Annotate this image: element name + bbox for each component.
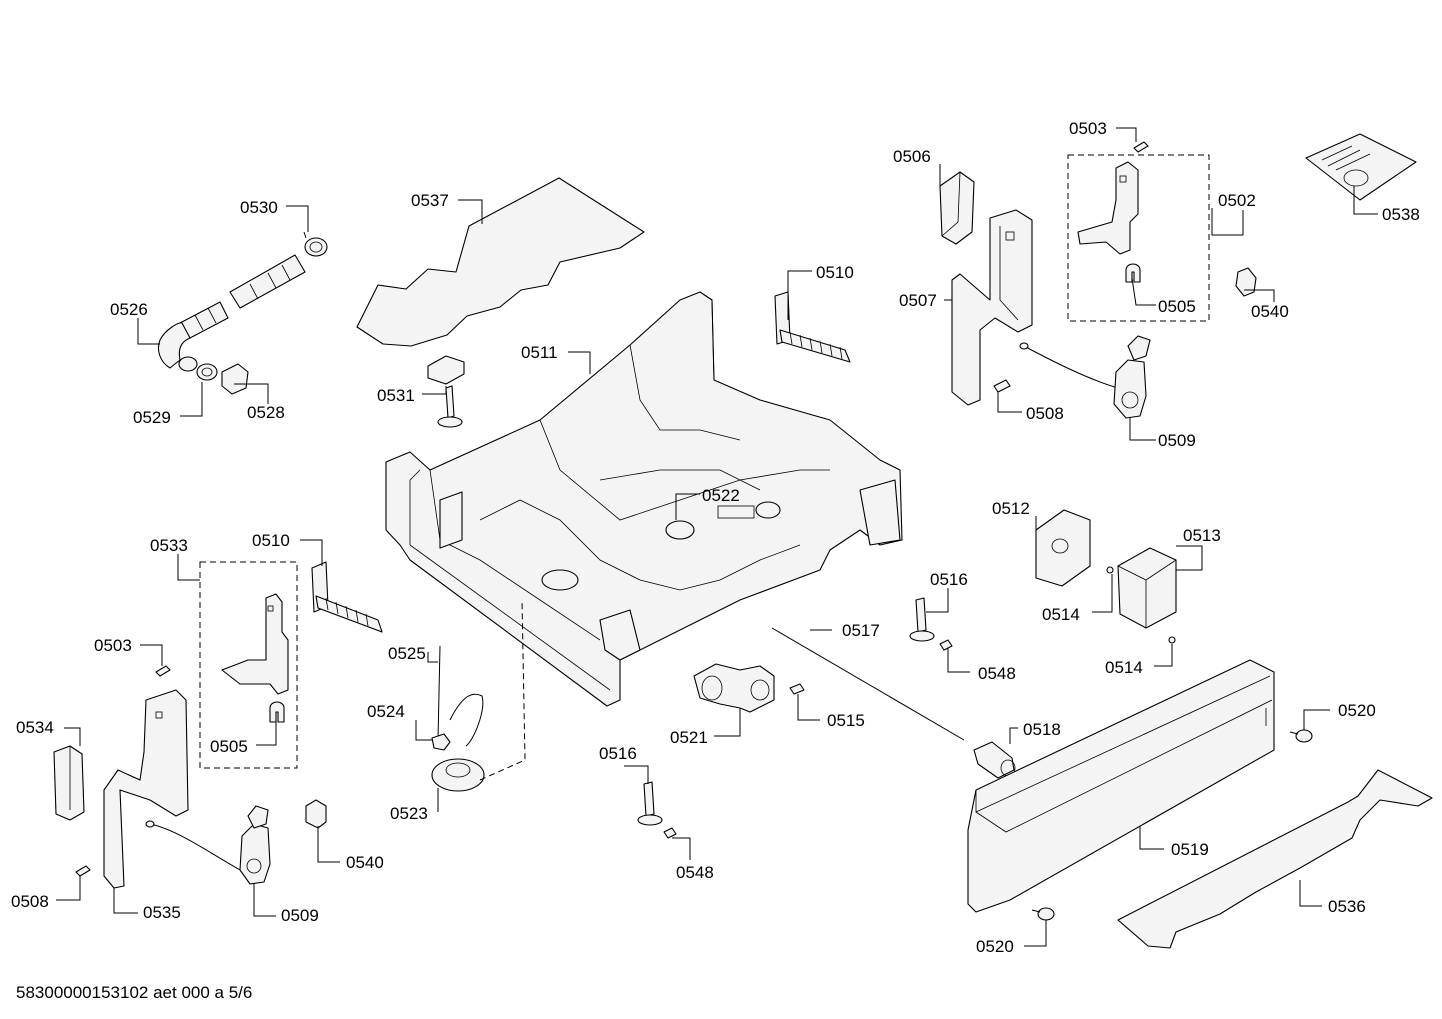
part-0510-spring-lower — [311, 561, 383, 633]
callout-0506: 0506 — [893, 147, 931, 166]
part-0540-clip-upper — [1235, 267, 1257, 297]
callout-0515: 0515 — [827, 711, 865, 730]
part-0528-clip — [221, 363, 249, 395]
part-0510-spring-upper — [774, 291, 851, 363]
part-0517-rod — [771, 627, 965, 741]
part-0529-clamp — [196, 363, 218, 381]
callout-0540-top: 0540 — [1251, 302, 1289, 321]
callout-0512: 0512 — [992, 499, 1030, 518]
callout-0520-a: 0520 — [1338, 701, 1376, 720]
part-0502-bracket — [1077, 161, 1139, 255]
callout-0524: 0524 — [367, 702, 405, 721]
part-0530-clamp — [303, 231, 328, 257]
part-0508-screw-lower — [75, 865, 91, 877]
callout-0505-top: 0505 — [1158, 297, 1196, 316]
callout-0534: 0534 — [16, 718, 54, 737]
part-0548-screw-upper — [939, 639, 953, 651]
leader-lines — [56, 127, 1378, 947]
part-0509-switch-upper — [1019, 335, 1151, 419]
part-0537-cover-plate — [356, 177, 645, 347]
callout-0514-b: 0514 — [1105, 658, 1143, 677]
callout-0510-lower: 0510 — [252, 531, 290, 550]
callout-0514-a: 0514 — [1042, 605, 1080, 624]
callout-0516-upper: 0516 — [930, 570, 968, 589]
callout-0509-top: 0509 — [1158, 431, 1196, 450]
part-0512-housing — [1035, 509, 1091, 587]
callout-0503-lower: 0503 — [94, 636, 132, 655]
callout-0531: 0531 — [377, 386, 415, 405]
part-0507-bracket — [951, 209, 1033, 406]
callout-0508-lower: 0508 — [11, 892, 49, 911]
part-0536-strip — [1117, 769, 1433, 949]
callout-0526: 0526 — [110, 300, 148, 319]
part-0513-cover — [1117, 547, 1177, 629]
part-0522-label-plate — [717, 505, 755, 519]
part-0524-sensor — [431, 693, 484, 751]
part-0506-bracket — [939, 171, 975, 245]
callout-0503-top: 0503 — [1069, 119, 1107, 138]
callout-0548-lower: 0548 — [676, 863, 714, 882]
part-0514-screw-b — [1168, 636, 1176, 644]
part-0514-screw-a — [1106, 566, 1114, 574]
callout-0538: 0538 — [1382, 205, 1420, 224]
callout-0520-b: 0520 — [976, 937, 1014, 956]
part-0531-nut-screw — [427, 355, 465, 428]
part-0519-front-panel — [967, 659, 1275, 913]
callout-0510-top: 0510 — [816, 263, 854, 282]
group-box-0502 — [1067, 154, 1210, 322]
callout-0513: 0513 — [1183, 526, 1221, 545]
part-0516-screw-upper — [909, 597, 935, 642]
part-0503-screw-lower — [155, 665, 171, 677]
callout-0507: 0507 — [899, 291, 937, 310]
drawing-reference-footer: 58300000153102 aet 000 a 5/6 — [16, 983, 252, 1002]
part-0520-screw-b — [1031, 907, 1055, 921]
callout-labels: 0503 0506 0502 0538 0505 0540 0507 0508 … — [11, 119, 1420, 956]
part-0505-clip-upper — [1125, 263, 1141, 283]
part-0509-switch-lower — [145, 805, 271, 885]
callout-0523: 0523 — [390, 804, 428, 823]
part-0503-screw-top — [1133, 141, 1149, 153]
part-0508-screw-upper — [993, 379, 1011, 393]
part-0548-screw-lower — [663, 827, 677, 839]
callout-0517: 0517 — [842, 621, 880, 640]
part-0505-clip-lower — [269, 701, 285, 723]
callout-0521: 0521 — [670, 728, 708, 747]
callout-0533: 0533 — [150, 536, 188, 555]
callout-0509-lower: 0509 — [281, 906, 319, 925]
callout-0540-lower: 0540 — [346, 853, 384, 872]
callout-0519: 0519 — [1171, 840, 1209, 859]
part-0523-impeller — [431, 599, 526, 792]
callout-0537: 0537 — [411, 191, 449, 210]
callout-0530: 0530 — [240, 198, 278, 217]
callout-0529: 0529 — [133, 408, 171, 427]
part-0534-clip — [53, 745, 85, 821]
callout-0511: 0511 — [521, 343, 558, 362]
part-0520-screw-a — [1289, 729, 1313, 743]
callout-0505-lower: 0505 — [210, 737, 248, 756]
part-0515-screw — [789, 683, 805, 695]
part-0535-bracket — [103, 689, 189, 889]
part-0525-rod — [437, 645, 441, 741]
callout-0536: 0536 — [1328, 897, 1366, 916]
callout-0535: 0535 — [143, 903, 181, 922]
callout-0525: 0525 — [388, 644, 426, 663]
callout-0528: 0528 — [247, 403, 285, 422]
part-0511-base-tub — [385, 291, 903, 707]
group-box-0533 — [199, 561, 298, 769]
callout-0518: 0518 — [1023, 720, 1061, 739]
part-0521-valve — [693, 663, 775, 713]
callout-0502: 0502 — [1218, 191, 1256, 210]
part-0516-screw-lower — [637, 781, 663, 826]
part-0538-parts-bag — [1305, 133, 1417, 201]
part-0518-knob — [973, 741, 1016, 779]
callout-0548-upper: 0548 — [978, 664, 1016, 683]
callout-0516-lower: 0516 — [599, 744, 637, 763]
part-0526-hose — [157, 254, 306, 372]
callout-0522: 0522 — [702, 486, 740, 505]
part-0533-bracket — [221, 593, 289, 695]
callout-0508-top: 0508 — [1026, 404, 1064, 423]
part-0540-clip-lower — [305, 799, 327, 829]
